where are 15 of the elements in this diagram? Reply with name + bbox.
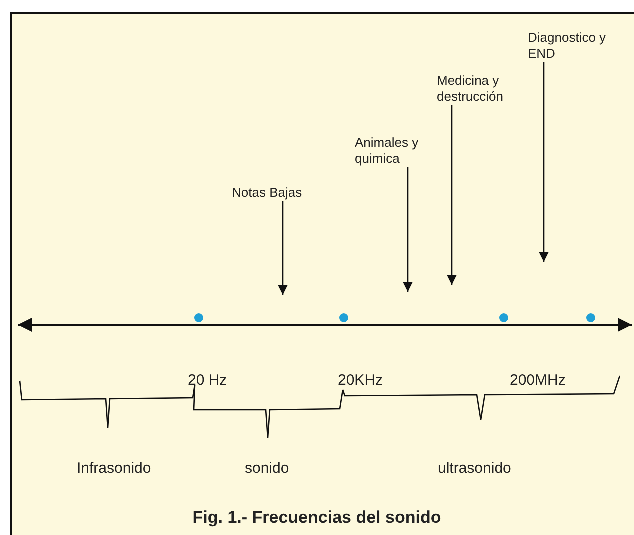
arrow	[539, 62, 549, 262]
range-label: ultrasonido	[438, 460, 512, 477]
arrow	[278, 201, 288, 295]
frequency-label: 20 Hz	[188, 372, 228, 389]
annotation-text: Animales y quimica	[355, 135, 427, 167]
frequency-label: 200MHz	[510, 372, 566, 389]
annotation-text: Medicina y destrucción	[437, 73, 515, 105]
annotation-text: Notas Bajas	[232, 185, 316, 201]
range-label: Infrasonido	[77, 460, 152, 477]
frequency-label: 20KHz	[338, 372, 384, 389]
arrow	[447, 105, 457, 285]
figure-caption: Fig. 1.- Frecuencias del sonido	[192, 508, 442, 528]
annotation-text: Diagnostico y END	[528, 30, 614, 62]
range-label: sonido	[245, 460, 290, 477]
arrow	[403, 167, 413, 292]
